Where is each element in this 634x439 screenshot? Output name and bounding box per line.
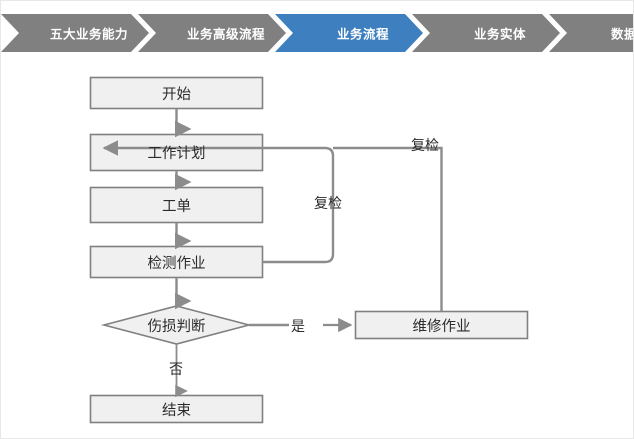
- node-end[interactable]: [89, 394, 264, 424]
- edge-recheck-inner: [102, 140, 335, 264]
- node-decision[interactable]: [100, 305, 253, 345]
- node-inspect[interactable]: [89, 245, 264, 279]
- node-repair[interactable]: [354, 310, 529, 340]
- node-work-order[interactable]: [89, 186, 264, 224]
- node-work-plan[interactable]: [89, 133, 264, 172]
- chevron-shape-icon: [138, 14, 286, 52]
- chevron-shape-icon: [412, 14, 560, 52]
- chevron-shape-icon: [549, 14, 633, 52]
- node-start[interactable]: [89, 76, 264, 110]
- edge-recheck-outer: [333, 146, 443, 312]
- chevron-shape-icon: [275, 14, 423, 52]
- chevron-shape-icon: [1, 14, 149, 52]
